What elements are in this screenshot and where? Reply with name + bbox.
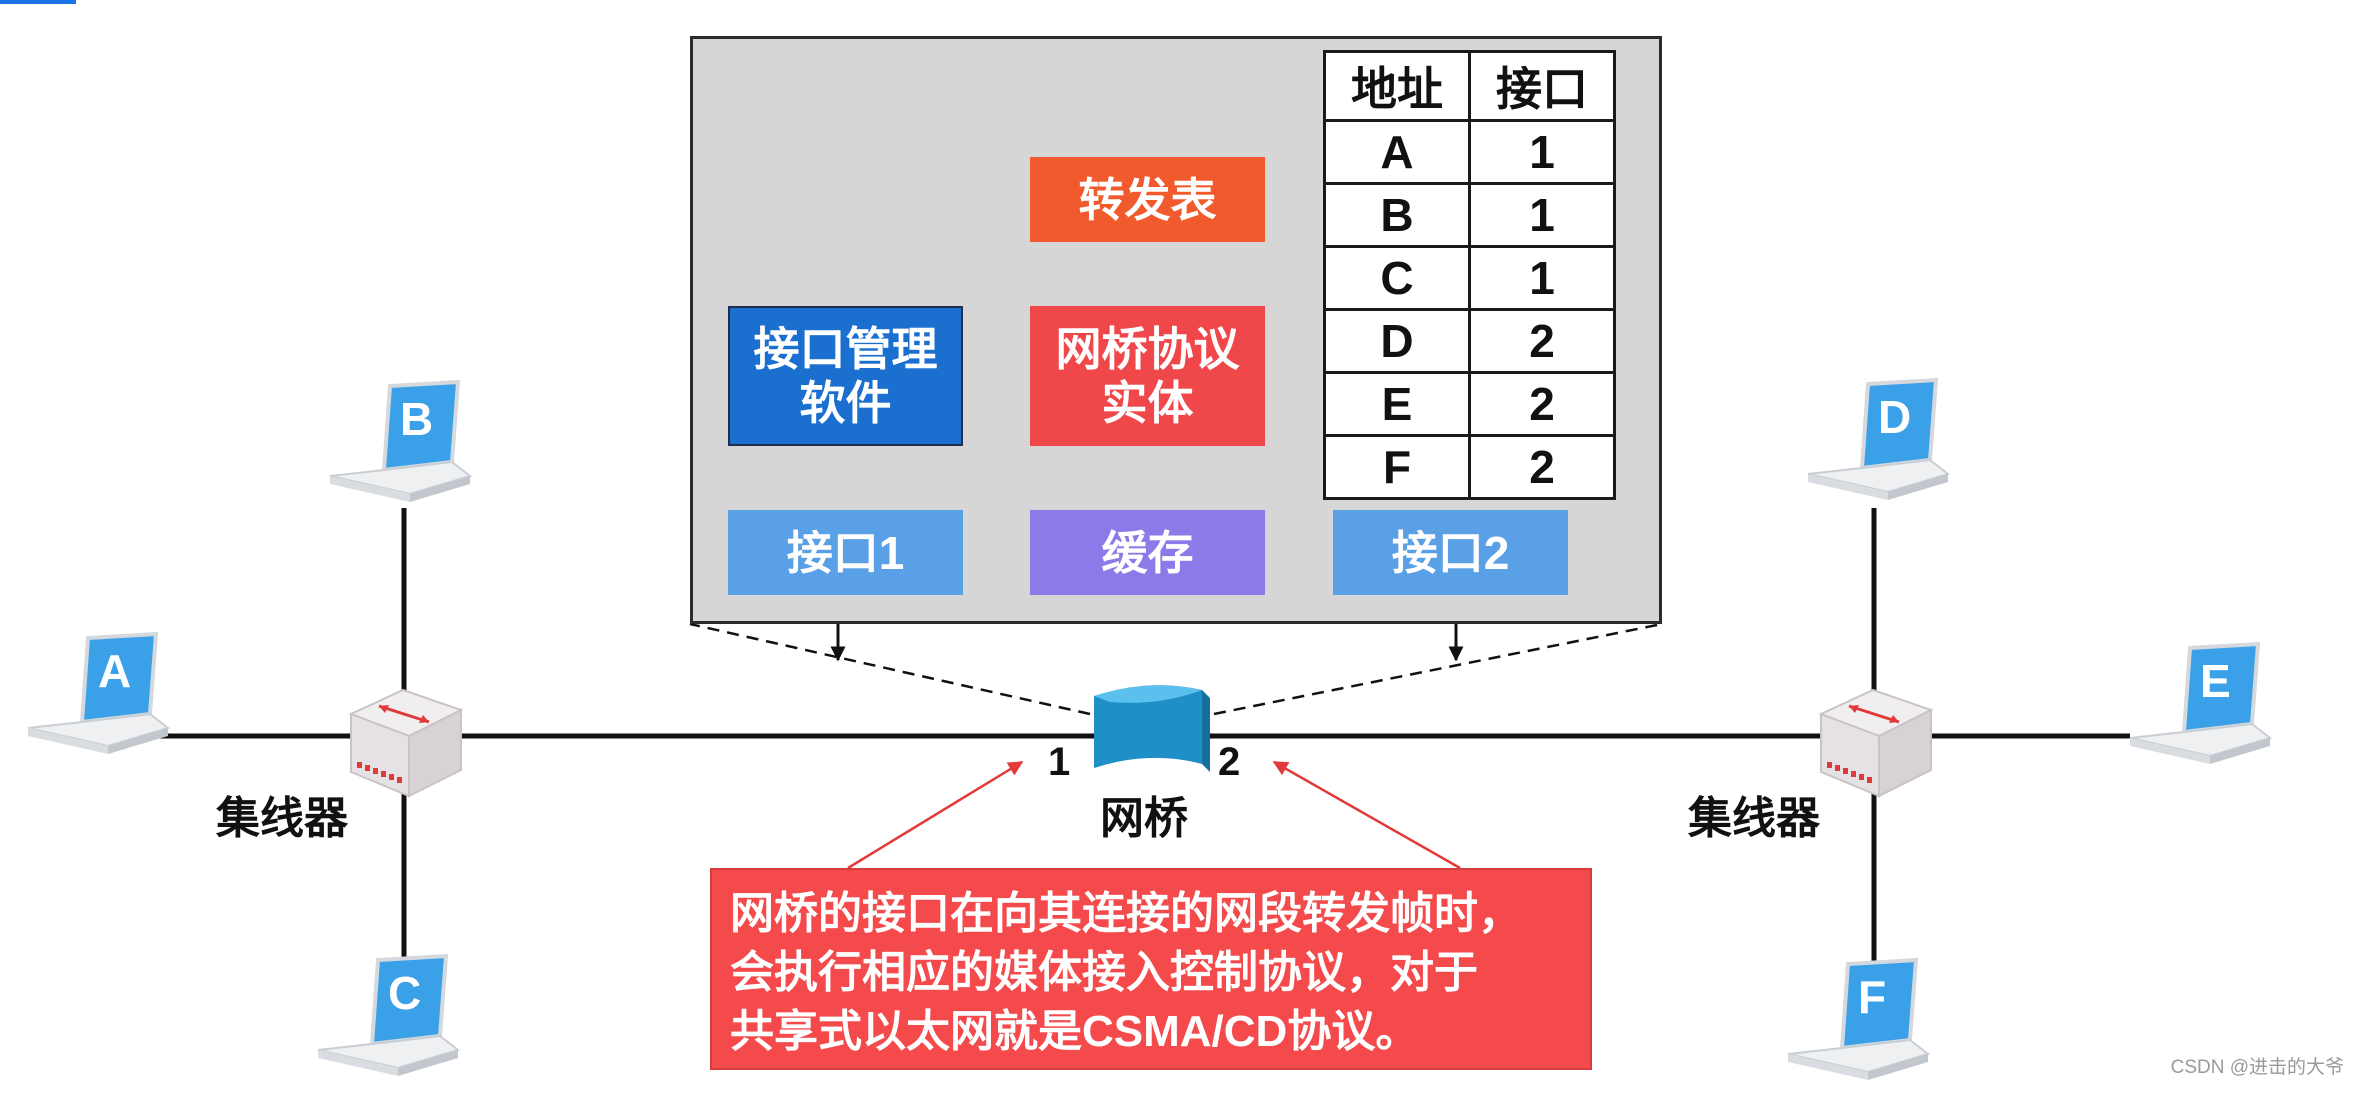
hub-left-label: 集线器 — [216, 794, 348, 843]
table-header-address: 地址 — [1323, 50, 1471, 122]
table-cell-address: F — [1323, 434, 1471, 500]
laptop-icon — [1787, 957, 1931, 1080]
hub-right-icon — [1818, 688, 1934, 798]
zoom-line-left — [689, 622, 1091, 716]
bridge-port2-label: 2 — [1218, 740, 1241, 784]
table-cell-interface: 2 — [1468, 371, 1616, 437]
protocol-label-line2: 实体 — [1101, 377, 1194, 429]
host-b: B — [326, 378, 476, 518]
table-header-interface: 接口 — [1468, 50, 1616, 122]
table-header-row: 地址 接口 — [1323, 50, 1616, 122]
table-cell-interface: 1 — [1468, 245, 1616, 311]
laptop-icon — [2129, 641, 2273, 764]
table-cell-interface: 1 — [1468, 182, 1616, 248]
interface-management-box: 接口管理 软件 — [728, 306, 963, 446]
laptop-icon — [27, 631, 171, 754]
host-c-letter: C — [388, 967, 422, 1019]
forwarding-table-box: 转发表 — [1030, 157, 1265, 242]
host-e-letter: E — [2200, 655, 2231, 707]
interface2-box: 接口2 — [1333, 510, 1568, 595]
forwarding-table: 地址 接口 A 1 B 1 C 1 D 2 E 2 — [1323, 50, 1616, 500]
forwarding-table-label: 转发表 — [1078, 173, 1217, 226]
table-cell-address: A — [1323, 119, 1471, 185]
interface1-box: 接口1 — [728, 510, 963, 595]
table-cell-address: B — [1323, 182, 1471, 248]
note-line3: 共享式以太网就是CSMA/CD协议。 — [730, 1007, 1420, 1056]
note-line1: 网桥的接口在向其连接的网段转发帧时， — [730, 889, 1522, 938]
zoom-line-right — [1213, 622, 1663, 716]
hub-right-label: 集线器 — [1688, 794, 1820, 843]
hub-left-icon — [348, 688, 464, 798]
laptop-icon — [317, 953, 461, 1076]
host-d: D — [1804, 376, 1954, 516]
callout-note: 网桥的接口在向其连接的网段转发帧时， 会执行相应的媒体接入控制协议，对于 共享式… — [710, 868, 1592, 1070]
table-row: E 2 — [1323, 371, 1616, 437]
bridge-label: 网桥 — [1100, 794, 1188, 843]
table-row: D 2 — [1323, 308, 1616, 374]
bridge-icon — [1094, 685, 1210, 772]
bridge-protocol-box: 网桥协议 实体 — [1030, 306, 1265, 446]
host-a: A — [24, 630, 174, 770]
table-row: B 1 — [1323, 182, 1616, 248]
table-row: A 1 — [1323, 119, 1616, 185]
host-f: F — [1784, 956, 1934, 1096]
table-cell-address: E — [1323, 371, 1471, 437]
buffer-label: 缓存 — [1101, 526, 1194, 579]
host-c: C — [314, 952, 464, 1092]
callout-arrow-right — [1272, 760, 1461, 870]
laptop-icon — [329, 379, 473, 502]
host-d-letter: D — [1878, 391, 1912, 443]
table-cell-interface: 1 — [1468, 119, 1616, 185]
mgmt-label-line1: 接口管理 — [753, 323, 938, 375]
host-b-letter: B — [400, 393, 434, 445]
table-cell-address: C — [1323, 245, 1471, 311]
watermark: CSDN @进击的大爷 — [2170, 1057, 2344, 1078]
table-row: F 2 — [1323, 434, 1616, 500]
host-f-letter: F — [1858, 971, 1887, 1023]
table-row: C 1 — [1323, 245, 1616, 311]
host-a-letter: A — [98, 645, 132, 697]
bridge-port1-label: 1 — [1048, 740, 1071, 784]
protocol-label-line1: 网桥协议 — [1055, 323, 1240, 375]
table-cell-address: D — [1323, 308, 1471, 374]
host-e: E — [2126, 640, 2276, 780]
laptop-icon — [1807, 377, 1951, 500]
note-line2: 会执行相应的媒体接入控制协议，对于 — [730, 948, 1478, 997]
interface1-label: 接口1 — [786, 526, 905, 579]
callout-arrow-left — [847, 760, 1024, 870]
mgmt-label-line2: 软件 — [799, 377, 892, 429]
table-cell-interface: 2 — [1468, 434, 1616, 500]
buffer-box: 缓存 — [1030, 510, 1265, 595]
corner-accent — [0, 0, 76, 4]
interface2-label: 接口2 — [1391, 526, 1510, 579]
table-cell-interface: 2 — [1468, 308, 1616, 374]
